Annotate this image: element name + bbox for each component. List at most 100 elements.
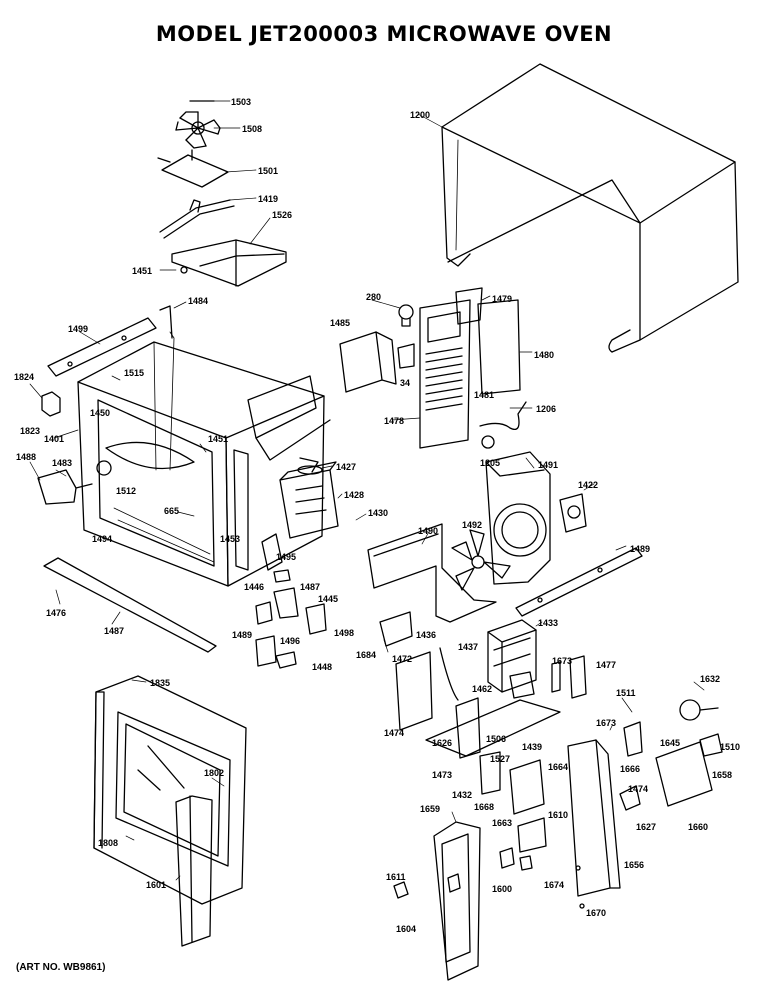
label-1436: 1436: [416, 630, 436, 640]
label-1802: 1802: [204, 768, 224, 778]
label-1673-b: 1673: [596, 718, 616, 728]
bottom-strip: [43, 557, 217, 653]
label-1663: 1663: [492, 818, 512, 828]
fan-housing: [485, 451, 551, 585]
label-1808: 1808: [98, 838, 118, 848]
label-1481: 1481: [474, 390, 494, 400]
stirrer-rod: [159, 199, 235, 239]
label-1476: 1476: [46, 608, 66, 618]
label-1511: 1511: [616, 688, 636, 698]
stirrer-bracket: [157, 149, 229, 188]
label-1477: 1477: [596, 660, 616, 670]
label-1480: 1480: [534, 350, 554, 360]
label-1503: 1503: [231, 97, 251, 107]
label-1823: 1823: [20, 426, 40, 436]
label-1660: 1660: [688, 822, 708, 832]
label-1432: 1432: [452, 790, 472, 800]
timer-components: [479, 699, 723, 871]
label-1450: 1450: [90, 408, 110, 418]
label-1446: 1446: [244, 582, 264, 592]
label-280: 280: [366, 292, 381, 302]
right-side-panels: [455, 287, 521, 395]
label-1512: 1512: [116, 486, 136, 496]
label-1422: 1422: [578, 480, 598, 490]
label-34: 34: [400, 378, 410, 388]
label-1428: 1428: [344, 490, 364, 500]
label-1835: 1835: [150, 678, 170, 688]
label-1666: 1666: [620, 764, 640, 774]
fan-motor: [559, 493, 587, 533]
label-1437: 1437: [458, 642, 478, 652]
label-1451-b: 1451: [208, 434, 228, 444]
label-1451: 1451: [132, 266, 152, 276]
art-number: (ART NO. WB9861): [16, 962, 106, 973]
label-1453: 1453: [220, 534, 240, 544]
label-1433: 1433: [538, 618, 558, 628]
label-1600: 1600: [492, 884, 512, 894]
label-1658: 1658: [712, 770, 732, 780]
label-1627: 1627: [636, 822, 656, 832]
label-1684: 1684: [356, 650, 376, 660]
label-1472: 1472: [392, 654, 412, 664]
label-1611: 1611: [386, 872, 406, 882]
label-1448: 1448: [312, 662, 332, 672]
page-title: MODEL JET200003 MICROWAVE OVEN: [155, 22, 613, 46]
side-rail: [515, 547, 643, 617]
label-1510: 1510: [720, 742, 740, 752]
interlock-switches: [255, 533, 327, 669]
label-1445: 1445: [318, 594, 338, 604]
label-1491: 1491: [538, 460, 558, 470]
left-small-parts: [37, 391, 93, 505]
transformer: [487, 619, 537, 693]
label-1409: 1489: [630, 544, 650, 554]
magnetron: [279, 457, 339, 539]
label-1499: 1499: [68, 324, 88, 334]
label-1515: 1515: [124, 368, 144, 378]
power-cord: [479, 401, 527, 449]
label-1206: 1206: [536, 404, 556, 414]
label-1674: 1674: [544, 880, 564, 890]
label-1495: 1495: [276, 552, 296, 562]
label-1473: 1473: [432, 770, 452, 780]
label-1439: 1439: [522, 742, 542, 752]
label-1488: 1488: [16, 452, 36, 462]
vent-panel: [419, 299, 471, 449]
label-1526: 1526: [272, 210, 292, 220]
label-1492: 1492: [462, 520, 482, 530]
label-1632: 1632: [700, 674, 720, 684]
stirrer-fan: [175, 100, 221, 149]
door-handle: [175, 795, 213, 947]
label-1205: 1205: [480, 458, 500, 468]
label-1483: 1483: [52, 458, 72, 468]
label-1498: 1498: [334, 628, 354, 638]
top-bracket: [47, 317, 157, 377]
lamp-and-capacitor: [339, 304, 415, 393]
label-1200: 1200: [410, 110, 430, 120]
label-665: 665: [164, 506, 179, 516]
label-1485: 1485: [330, 318, 350, 328]
label-1659: 1659: [420, 804, 440, 814]
label-1601: 1601: [146, 880, 166, 890]
label-1489: 1489: [232, 630, 252, 640]
label-1479: 1479: [492, 294, 512, 304]
label-1664: 1664: [548, 762, 568, 772]
label-1508: 1508: [242, 124, 262, 134]
label-1419: 1419: [258, 194, 278, 204]
label-1645: 1645: [660, 738, 680, 748]
leader-lines: [29, 100, 705, 881]
label-1474: 1474: [384, 728, 404, 738]
label-1824: 1824: [14, 372, 34, 382]
label-1478: 1478: [384, 416, 404, 426]
part-labels: 1503 1508 1501 1419 1526 1451 1200 1484 …: [14, 97, 740, 934]
air-duct: [171, 239, 287, 287]
label-1527: 1527: [490, 754, 510, 764]
door-assembly: [93, 675, 247, 905]
label-1462: 1462: [472, 684, 492, 694]
label-1494: 1494: [92, 534, 112, 544]
label-1626: 1626: [432, 738, 452, 748]
label-1487: 1487: [300, 582, 320, 592]
control-panel-cover: [393, 821, 481, 981]
oven-cavity: [77, 305, 331, 587]
